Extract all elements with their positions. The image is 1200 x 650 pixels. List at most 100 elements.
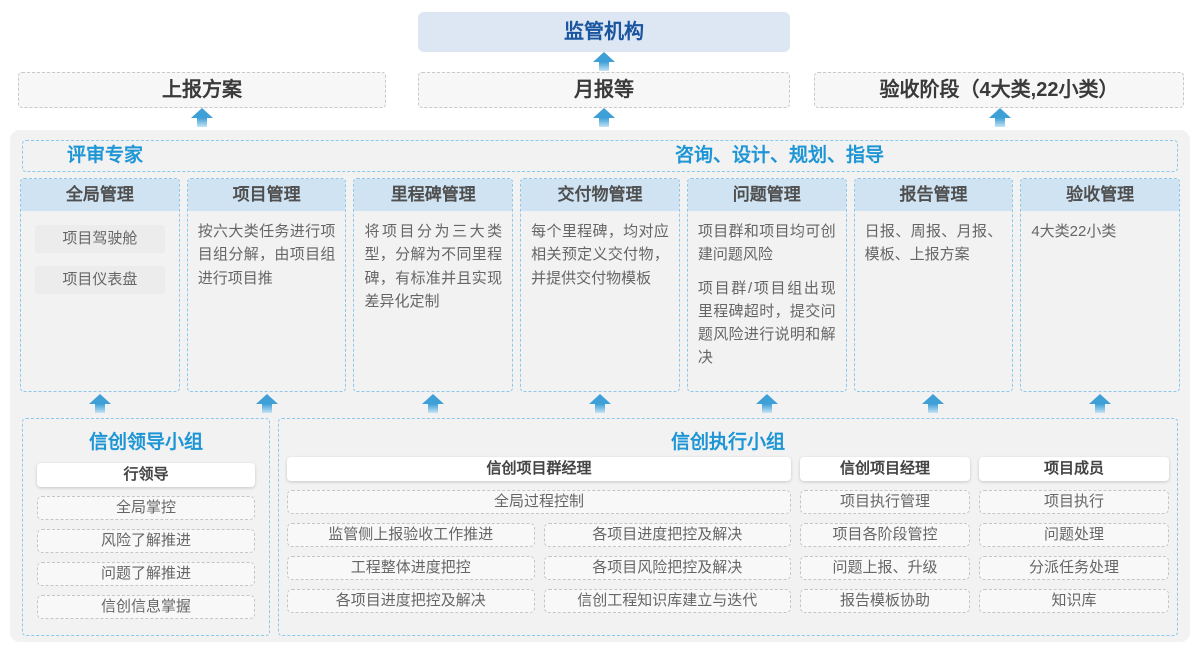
column-paragraph: 每个里程碑，均对应相关预定义交付物，并提供交付物模板 bbox=[531, 223, 669, 287]
exec-group-block: 信创执行小组 信创项目群经理 全局过程控制 监管侧上报验收工作推进 工程整体进度… bbox=[278, 418, 1178, 636]
column-title: 项目管理 bbox=[187, 179, 346, 211]
up-arrow-head bbox=[593, 108, 615, 118]
up-arrow-stem bbox=[1095, 404, 1106, 413]
task-item: 知识库 bbox=[979, 589, 1169, 613]
up-arrow-icon bbox=[422, 394, 445, 413]
task-item: 信创信息掌握 bbox=[37, 595, 255, 619]
column-title: 交付物管理 bbox=[521, 179, 679, 211]
up-arrow-stem bbox=[599, 118, 609, 127]
leader-group-title: 信创领导小组 bbox=[88, 432, 203, 453]
column-body: 4大类22小类 bbox=[1021, 211, 1179, 262]
up-arrow-icon bbox=[589, 394, 612, 413]
column-body: 项目群和项目均可创建问题风险 项目群/项目组出现里程碑超时，提交问题风险进行说明… bbox=[688, 211, 846, 389]
up-arrow-icon bbox=[191, 108, 213, 127]
role-pill: 行领导 bbox=[37, 463, 255, 487]
role-pill: 信创项目群经理 bbox=[287, 457, 791, 481]
program-manager-left-col: 监管侧上报验收工作推进 工程整体进度把控 各项目进度把控及解决 bbox=[287, 523, 535, 622]
column-deliverable-mgmt: 交付物管理 每个里程碑，均对应相关预定义交付物，并提供交付物模板 bbox=[520, 178, 680, 392]
column-body: 将项目分为三大类型，分解为不同里程碑，有标准并且实现差异化定制 bbox=[354, 211, 512, 332]
up-arrow-head bbox=[191, 108, 213, 118]
up-arrow-icon bbox=[255, 394, 278, 413]
task-item: 问题了解推进 bbox=[37, 562, 255, 586]
task-item: 各项目进度把控及解决 bbox=[543, 523, 791, 547]
up-arrow-head bbox=[422, 394, 445, 404]
exec-group-content: 信创项目群经理 全局过程控制 监管侧上报验收工作推进 工程整体进度把控 各项目进… bbox=[287, 457, 1169, 625]
program-manager-grid: 监管侧上报验收工作推进 工程整体进度把控 各项目进度把控及解决 各项目进度把控及… bbox=[287, 523, 791, 622]
leader-group-block: 信创领导小组 行领导 全局掌控 风险了解推进 问题了解推进 信创信息掌握 bbox=[22, 418, 270, 636]
column-arrows bbox=[20, 394, 1180, 413]
column-title: 问题管理 bbox=[687, 179, 846, 211]
task-item: 报告模板协助 bbox=[800, 589, 970, 613]
column-body: 日报、周报、月报、模板、上报方案 bbox=[855, 211, 1013, 286]
up-arrow-icon bbox=[1089, 394, 1112, 413]
up-arrow-icon bbox=[922, 394, 945, 413]
up-arrow-icon bbox=[989, 108, 1011, 127]
column-issue-mgmt: 问题管理 项目群和项目均可创建问题风险 项目群/项目组出现里程碑超时，提交问题风… bbox=[686, 178, 847, 392]
column-paragraph: 将项目分为三大类型，分解为不同里程碑，有标准并且实现差异化定制 bbox=[364, 223, 503, 310]
program-manager-right-col: 各项目进度把控及解决 各项目风险把控及解决 信创工程知识库建立与迭代 bbox=[543, 523, 791, 622]
up-arrow-head bbox=[755, 394, 778, 404]
task-item: 监管侧上报验收工作推进 bbox=[287, 523, 535, 547]
report-box-monthly: 月报等 bbox=[418, 72, 790, 108]
column-title: 里程碑管理 bbox=[354, 179, 513, 211]
column-paragraph: 4大类22小类 bbox=[1031, 223, 1117, 240]
report-box-plan: 上报方案 bbox=[18, 72, 386, 108]
up-arrow-head bbox=[593, 52, 615, 62]
column-global-mgmt: 全局管理 项目驾驶舱 项目仪表盘 bbox=[20, 178, 180, 392]
up-arrow-icon bbox=[593, 52, 615, 71]
column-body: 项目驾驶舱 项目仪表盘 bbox=[21, 211, 179, 294]
feature-pill: 项目驾驶舱 bbox=[35, 225, 165, 253]
up-arrow-head bbox=[922, 394, 945, 404]
report-box-acceptance: 验收阶段（4大类,22小类） bbox=[814, 72, 1184, 108]
up-arrow-head bbox=[255, 394, 278, 404]
up-arrow-head bbox=[589, 394, 612, 404]
review-experts-title: 评审专家 bbox=[67, 145, 144, 166]
up-arrow-stem bbox=[428, 404, 439, 413]
up-arrow-stem bbox=[761, 404, 772, 413]
feature-pill: 项目仪表盘 bbox=[35, 266, 165, 294]
column-title: 全局管理 bbox=[21, 179, 179, 211]
up-arrow-stem bbox=[261, 404, 272, 413]
role-pill: 项目成员 bbox=[979, 457, 1169, 481]
task-item: 分派任务处理 bbox=[979, 556, 1169, 580]
task-item: 项目执行 bbox=[979, 490, 1169, 514]
column-report-mgmt: 报告管理 日报、周报、月报、模板、上报方案 bbox=[853, 178, 1014, 392]
advisor-bar: 评审专家 咨询、设计、规划、指导 bbox=[22, 140, 1178, 172]
management-columns: 全局管理 项目驾驶舱 项目仪表盘 项目管理 按六大类任务进行项目组分解，由项目组… bbox=[20, 178, 1181, 392]
project-member-group: 项目成员 项目执行 问题处理 分派任务处理 知识库 bbox=[979, 457, 1169, 625]
task-item: 全局过程控制 bbox=[287, 490, 791, 514]
task-item: 全局掌控 bbox=[37, 496, 255, 520]
up-arrow-stem bbox=[928, 404, 939, 413]
column-title: 验收管理 bbox=[1021, 179, 1180, 211]
project-manager-group: 信创项目经理 项目执行管理 项目各阶段管控 问题上报、升级 报告模板协助 bbox=[800, 457, 970, 625]
up-arrow-icon bbox=[88, 394, 111, 413]
task-item: 信创工程知识库建立与迭代 bbox=[543, 589, 791, 613]
up-arrow-stem bbox=[599, 62, 609, 71]
up-arrow-head bbox=[989, 108, 1011, 118]
main-container: 评审专家 咨询、设计、规划、指导 全局管理 项目驾驶舱 项目仪表盘 项目管理 按… bbox=[10, 130, 1190, 642]
task-item: 各项目进度把控及解决 bbox=[287, 589, 535, 613]
program-manager-group: 信创项目群经理 全局过程控制 监管侧上报验收工作推进 工程整体进度把控 各项目进… bbox=[287, 457, 791, 625]
role-pill: 信创项目经理 bbox=[800, 457, 970, 481]
leader-group-content: 行领导 全局掌控 风险了解推进 问题了解推进 信创信息掌握 bbox=[23, 454, 269, 619]
up-arrow-stem bbox=[197, 118, 207, 127]
task-item: 工程整体进度把控 bbox=[287, 556, 535, 580]
task-item: 项目执行管理 bbox=[800, 490, 970, 514]
up-arrow-icon bbox=[593, 108, 615, 127]
column-paragraph: 项目群和项目均可创建问题风险 bbox=[697, 223, 836, 264]
up-arrow-head bbox=[88, 394, 111, 404]
task-item: 项目各阶段管控 bbox=[800, 523, 970, 547]
task-item: 风险了解推进 bbox=[37, 529, 255, 553]
column-milestone-mgmt: 里程碑管理 将项目分为三大类型，分解为不同里程碑，有标准并且实现差异化定制 bbox=[353, 178, 514, 392]
column-paragraph: 按六大类任务进行项目组分解，由项目组进行项目推 bbox=[197, 223, 336, 287]
column-paragraph: 日报、周报、月报、模板、上报方案 bbox=[864, 223, 1003, 264]
task-item: 问题上报、升级 bbox=[800, 556, 970, 580]
column-body: 每个里程碑，均对应相关预定义交付物，并提供交付物模板 bbox=[521, 211, 679, 309]
column-acceptance-mgmt: 验收管理 4大类22小类 bbox=[1020, 178, 1181, 392]
regulator-box: 监管机构 bbox=[418, 12, 790, 52]
exec-group-title: 信创执行小组 bbox=[670, 432, 785, 453]
up-arrow-head bbox=[1089, 394, 1112, 404]
column-project-mgmt: 项目管理 按六大类任务进行项目组分解，由项目组进行项目推 bbox=[186, 178, 347, 392]
up-arrow-stem bbox=[995, 118, 1005, 127]
